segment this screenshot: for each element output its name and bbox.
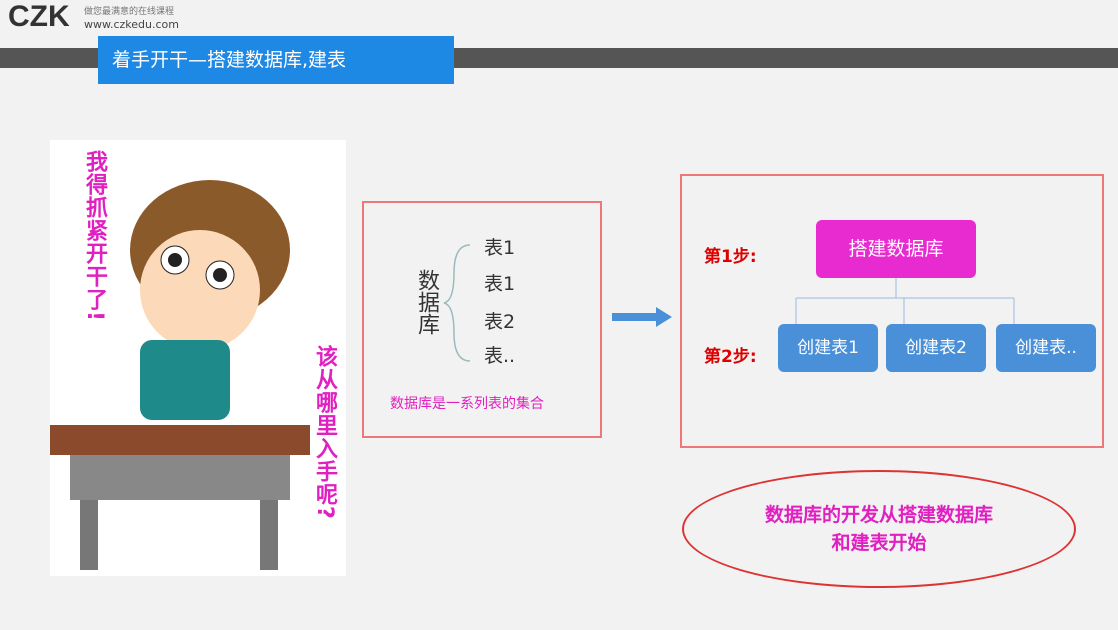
step1-label: 第1步: xyxy=(704,247,757,267)
table-item: 表1 xyxy=(484,273,516,295)
logo: CZK xyxy=(8,0,70,33)
create-table2-box: 创建表2 xyxy=(886,324,986,372)
table-item: 表1 xyxy=(484,237,516,259)
create-table-more-box: 创建表.. xyxy=(996,324,1096,372)
summary-ellipse: 数据库的开发从搭建数据库和建表开始 xyxy=(682,470,1076,588)
left-caption: 我得抓紧开干了! xyxy=(82,150,107,323)
table-item: 表2 xyxy=(484,311,516,333)
table-item: 表.. xyxy=(484,345,516,367)
create-database-box: 搭建数据库 xyxy=(816,220,976,278)
summary-text: 数据库的开发从搭建数据库和建表开始 xyxy=(764,504,993,554)
connector-lines xyxy=(795,278,1015,324)
tagline: 做您最满意的在线课程 xyxy=(84,7,175,17)
diagram-caption: 数据库是一系列表的集合 xyxy=(390,396,544,412)
steps-panel: 第1步: 搭建数据库 第2步: 创建表1 创建表2 创建表.. xyxy=(680,174,1104,448)
cartoon-illustration: 我得抓紧开干了! 该从哪里入手呢? xyxy=(50,140,346,576)
database-label: 数据库 xyxy=(414,269,439,335)
right-caption: 该从哪里入手呢? xyxy=(312,345,337,520)
slide-title: 着手开干—搭建数据库,建表 xyxy=(98,36,454,84)
brace-icon xyxy=(443,244,471,362)
database-diagram: 数据库 表1 表1 表2 表.. 数据库是一系列表的集合 xyxy=(362,201,602,438)
website-url: www.czkedu.com xyxy=(84,18,179,31)
step2-label: 第2步: xyxy=(704,347,757,367)
boy-thinking-illustration xyxy=(50,180,310,570)
create-table1-box: 创建表1 xyxy=(778,324,878,372)
arrow-right-icon xyxy=(612,307,672,327)
